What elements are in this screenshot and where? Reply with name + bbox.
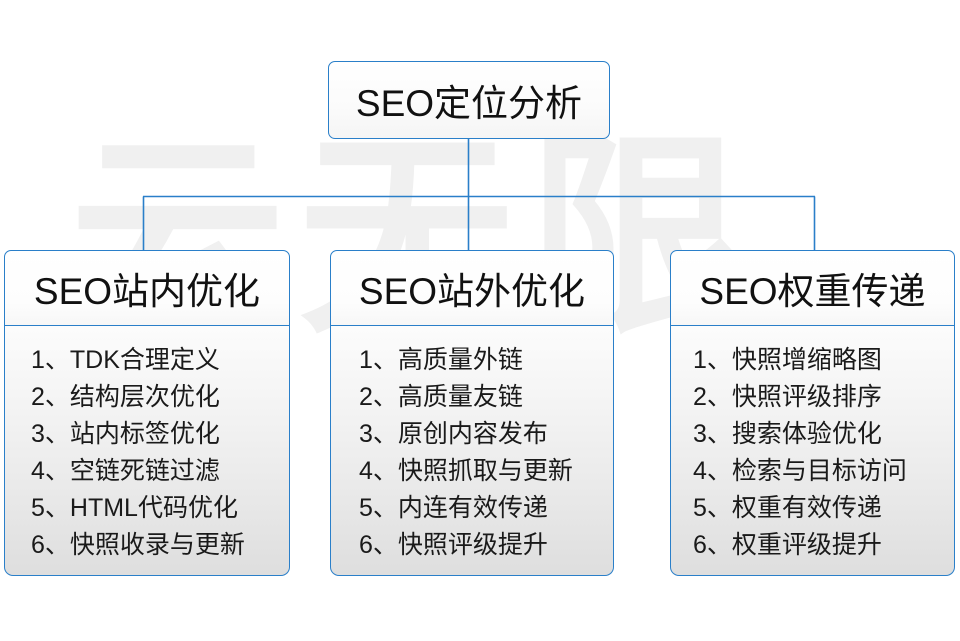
list-item: 4、快照抓取与更新: [359, 457, 573, 485]
list-item: 4、空链死链过滤: [31, 457, 220, 485]
branch-list-1: 1、TDK合理定义 2、结构层次优化 3、站内标签优化 4、空链死链过滤 5、H…: [5, 342, 289, 564]
branch-body-2: 1、高质量外链 2、高质量友链 3、原创内容发布 4、快照抓取与更新 5、内连有…: [330, 326, 614, 576]
branch-header-3[interactable]: SEO权重传递: [670, 250, 955, 326]
list-item: 6、快照收录与更新: [31, 531, 245, 559]
list-item: 2、快照评级排序: [693, 383, 882, 411]
list-item: 6、权重评级提升: [693, 531, 882, 559]
list-item: 1、快照增缩略图: [693, 346, 882, 374]
list-item: 1、TDK合理定义: [31, 346, 220, 374]
list-item: 3、搜索体验优化: [693, 420, 882, 448]
list-item: 5、权重有效传递: [693, 494, 882, 522]
branch-column-3: SEO权重传递 1、快照增缩略图 2、快照评级排序 3、搜索体验优化 4、检索与…: [670, 250, 955, 576]
branch-header-label-2: SEO站外优化: [358, 271, 586, 312]
list-item: 4、检索与目标访问: [693, 457, 907, 485]
root-node[interactable]: SEO定位分析: [328, 61, 610, 139]
branch-body-1: 1、TDK合理定义 2、结构层次优化 3、站内标签优化 4、空链死链过滤 5、H…: [4, 326, 290, 576]
branch-column-2: SEO站外优化 1、高质量外链 2、高质量友链 3、原创内容发布 4、快照抓取与…: [330, 250, 614, 576]
branch-header-1[interactable]: SEO站内优化: [4, 250, 290, 326]
branch-header-label-3: SEO权重传递: [699, 271, 926, 312]
list-item: 5、HTML代码优化: [31, 494, 238, 522]
list-item: 2、结构层次优化: [31, 383, 220, 411]
branch-column-1: SEO站内优化 1、TDK合理定义 2、结构层次优化 3、站内标签优化 4、空链…: [4, 250, 290, 576]
branch-list-3: 1、快照增缩略图 2、快照评级排序 3、搜索体验优化 4、检索与目标访问 5、权…: [671, 342, 954, 564]
list-item: 2、高质量友链: [359, 383, 523, 411]
list-item: 6、快照评级提升: [359, 531, 548, 559]
list-item: 3、站内标签优化: [31, 420, 220, 448]
branch-body-3: 1、快照增缩略图 2、快照评级排序 3、搜索体验优化 4、检索与目标访问 5、权…: [670, 326, 955, 576]
branch-header-label-1: SEO站内优化: [33, 271, 261, 312]
list-item: 5、内连有效传递: [359, 494, 548, 522]
list-item: 1、高质量外链: [359, 346, 523, 374]
branch-header-2[interactable]: SEO站外优化: [330, 250, 614, 326]
list-item: 3、原创内容发布: [359, 420, 548, 448]
branch-list-2: 1、高质量外链 2、高质量友链 3、原创内容发布 4、快照抓取与更新 5、内连有…: [331, 342, 613, 564]
root-node-label: SEO定位分析: [355, 83, 583, 124]
